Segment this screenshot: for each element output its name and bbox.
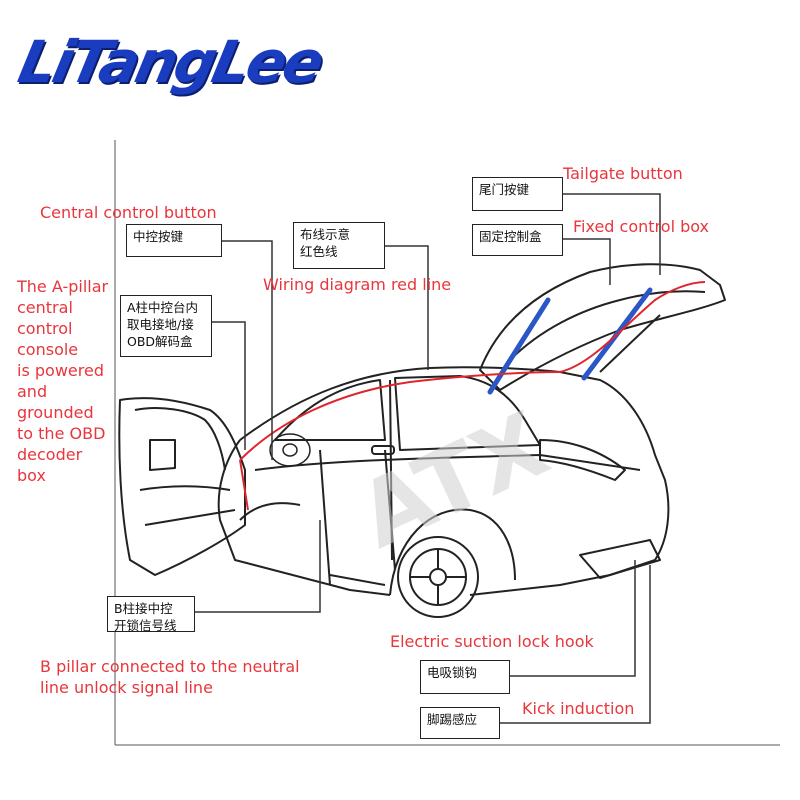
fixed-control-box: 固定控制盒 [472, 224, 563, 256]
steering-wheel-icon [269, 433, 311, 467]
b-pillar-box: B柱接中控 开锁信号线 [107, 596, 195, 633]
wiring-diagram-box: 布线示意 红色线 [293, 222, 385, 269]
kick-induction-label: Kick induction [522, 699, 635, 718]
a-pillar-label: The A-pillar central control console is … [17, 277, 109, 485]
wiring-diagram-label: Wiring diagram red line [263, 275, 452, 294]
rear-wheel-icon [397, 536, 479, 618]
tailgate-struts [487, 287, 653, 395]
central-control-button-label: Central control button [40, 203, 217, 222]
a-pillar-box: A柱中控台内 取电接地/接 OBD解码盒 [120, 295, 212, 357]
electric-lock-box: 电吸锁钩 [420, 660, 510, 694]
tailgate-button-box: 尾门按键 [472, 177, 563, 211]
kick-induction-box: 脚踢感应 [420, 707, 500, 739]
open-front-door [118, 397, 246, 576]
fixed-control-box-label: Fixed control box [573, 217, 710, 236]
tailgate-button-label: Tailgate button [563, 164, 683, 183]
b-pillar-label: B pillar connected to the neutral line u… [40, 657, 300, 697]
electric-lock-label: Electric suction lock hook [390, 632, 594, 651]
leader-lines [195, 193, 661, 724]
watermark-text: ATX [344, 392, 564, 569]
central-control-button-box: 中控按键 [126, 224, 222, 257]
red-wiring-line [239, 281, 706, 511]
open-tailgate [479, 263, 726, 391]
